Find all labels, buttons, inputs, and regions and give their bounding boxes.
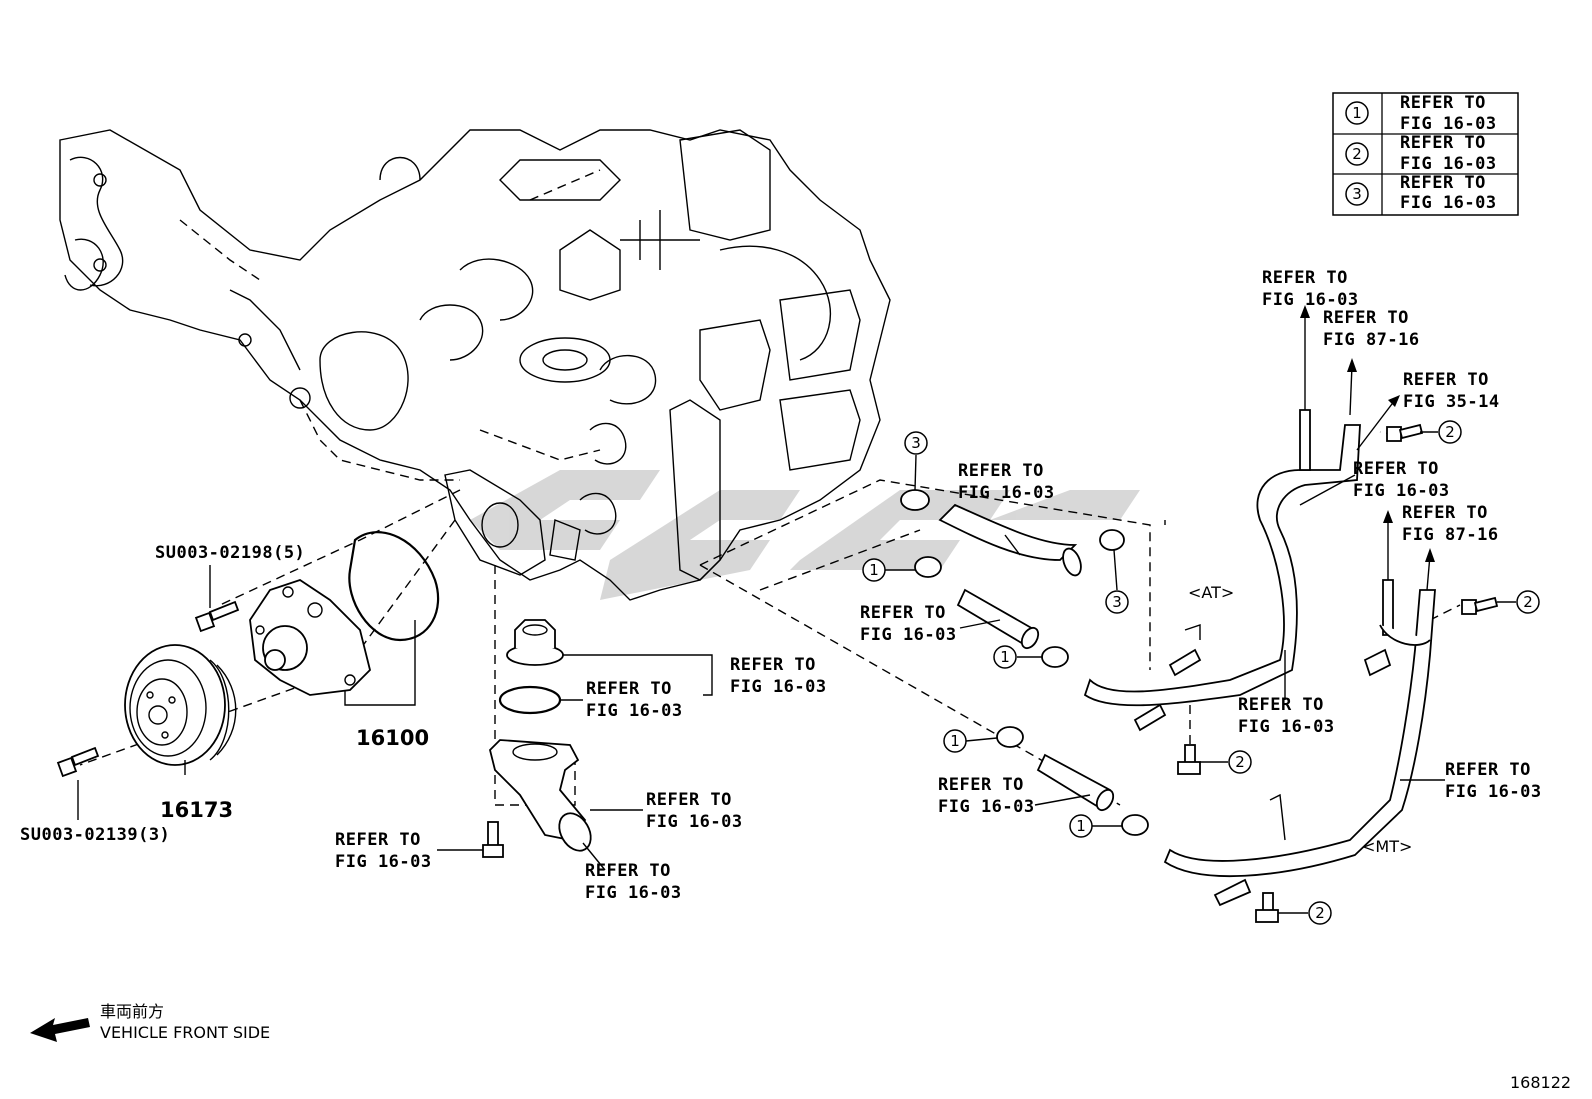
ref-hose-mid: REFER TO FIG 16-03 <box>860 603 957 645</box>
callout-1-a: 1 <box>862 558 915 582</box>
bolt-right-2[interactable] <box>1461 596 1499 615</box>
bolt-b-label: SU003-02139(3) <box>20 825 170 845</box>
middle-hose[interactable] <box>956 588 1042 651</box>
ref-thermo: REFER TO FIG 16-03 <box>730 655 827 697</box>
ref-arrows <box>1299 305 1435 591</box>
thermostat-gasket <box>498 685 562 715</box>
lower-hose[interactable] <box>1036 753 1117 813</box>
pulley[interactable] <box>124 644 237 766</box>
front-direction: 車両前方 VEHICLE FRONT SIDE <box>30 1002 270 1042</box>
svg-text:3: 3 <box>1352 185 1362 203</box>
ref-top-1603: REFER TO FIG 16-03 <box>1262 268 1359 310</box>
ref-hose-low: REFER TO FIG 16-03 <box>938 775 1035 817</box>
svg-text:3: 3 <box>911 434 921 452</box>
housing-bolt[interactable] <box>482 821 504 858</box>
callout-2-c: 2 <box>1200 750 1252 774</box>
clamp-1-d[interactable] <box>1121 814 1149 836</box>
callout-3-top: 3 <box>904 431 928 491</box>
leader-16100 <box>344 620 416 706</box>
bolt-right-4[interactable] <box>1255 892 1279 923</box>
water-inlet-housing[interactable] <box>489 739 597 856</box>
callout-1-b: 1 <box>993 645 1042 669</box>
svg-text:2: 2 <box>1445 423 1455 441</box>
ref-hose-top: REFER TO FIG 16-03 <box>958 461 1055 503</box>
svg-text:1: 1 <box>950 732 960 750</box>
clamp-1-a[interactable] <box>914 556 942 578</box>
ref-top-8716: REFER TO FIG 87-16 <box>1323 308 1420 350</box>
svg-text:2: 2 <box>1315 904 1325 922</box>
ref-housing-bolt: REFER TO FIG 16-03 <box>335 830 432 872</box>
front-arrow-icon <box>30 1018 90 1042</box>
ref-housing: REFER TO FIG 16-03 <box>646 790 743 832</box>
svg-text:3: 3 <box>1112 593 1122 611</box>
callout-2-d: 2 <box>1278 901 1332 925</box>
pump-gasket <box>348 531 440 642</box>
upper-hose[interactable] <box>938 503 1084 578</box>
thermostat[interactable] <box>506 619 564 666</box>
ref-gasket: REFER TO FIG 16-03 <box>586 679 683 721</box>
callout-3-right: 3 <box>1105 549 1129 614</box>
bolt-right-3[interactable] <box>1177 744 1201 775</box>
water-pump[interactable] <box>249 579 371 696</box>
mt-water-pipe[interactable] <box>1163 579 1436 907</box>
ref-at-pipe: REFER TO FIG 16-03 <box>1238 695 1335 737</box>
variant-at: <AT> <box>1188 583 1234 602</box>
svg-text:1: 1 <box>1000 648 1010 666</box>
engine-block <box>59 129 891 601</box>
ref-outlet: REFER TO FIG 16-03 <box>585 861 682 903</box>
svg-text:2: 2 <box>1235 753 1245 771</box>
ref-r-1603b: REFER TO FIG 16-03 <box>1353 459 1450 501</box>
front-label-en: VEHICLE FRONT SIDE <box>100 1023 270 1042</box>
part-number-16100: 16100 <box>356 726 429 750</box>
ref-mt-pipe: REFER TO FIG 16-03 <box>1445 760 1542 802</box>
clamp-3-right[interactable] <box>1099 529 1125 551</box>
bolt-right-1[interactable] <box>1386 423 1424 442</box>
bolt-a-label: SU003-02198(5) <box>155 543 305 563</box>
bolt-su003-02198[interactable] <box>194 600 240 633</box>
svg-text:1: 1 <box>1352 104 1362 122</box>
svg-text:2: 2 <box>1352 145 1362 163</box>
figure-id: 168122 <box>1510 1073 1571 1092</box>
leader-hose-top <box>1004 534 1021 556</box>
callout-2-b: 2 <box>1497 590 1540 614</box>
variant-mt: <MT> <box>1362 837 1412 856</box>
clamp-3-top[interactable] <box>900 489 930 511</box>
leader-hose-low <box>1034 794 1091 806</box>
leader-hose-mid <box>959 619 1001 629</box>
callout-2-a: 2 <box>1420 420 1462 444</box>
part-number-16173: 16173 <box>160 798 233 822</box>
front-label-jp: 車両前方 <box>100 1002 164 1021</box>
ref-r-8716b: REFER TO FIG 87-16 <box>1402 503 1499 545</box>
clamp-1-b[interactable] <box>1041 646 1069 668</box>
ref-r-3514: REFER TO FIG 35-14 <box>1403 370 1500 412</box>
leader-thermo <box>563 654 713 696</box>
clamp-1-c[interactable] <box>996 726 1024 748</box>
callout-1-c: 1 <box>943 729 998 753</box>
svg-text:1: 1 <box>869 561 879 579</box>
callout-1-d: 1 <box>1069 814 1122 838</box>
bolt-su003-02139[interactable] <box>56 746 100 778</box>
leader-outlet <box>582 842 606 871</box>
at-water-pipe[interactable] <box>1083 409 1361 732</box>
svg-text:2: 2 <box>1523 593 1533 611</box>
svg-text:1: 1 <box>1076 817 1086 835</box>
